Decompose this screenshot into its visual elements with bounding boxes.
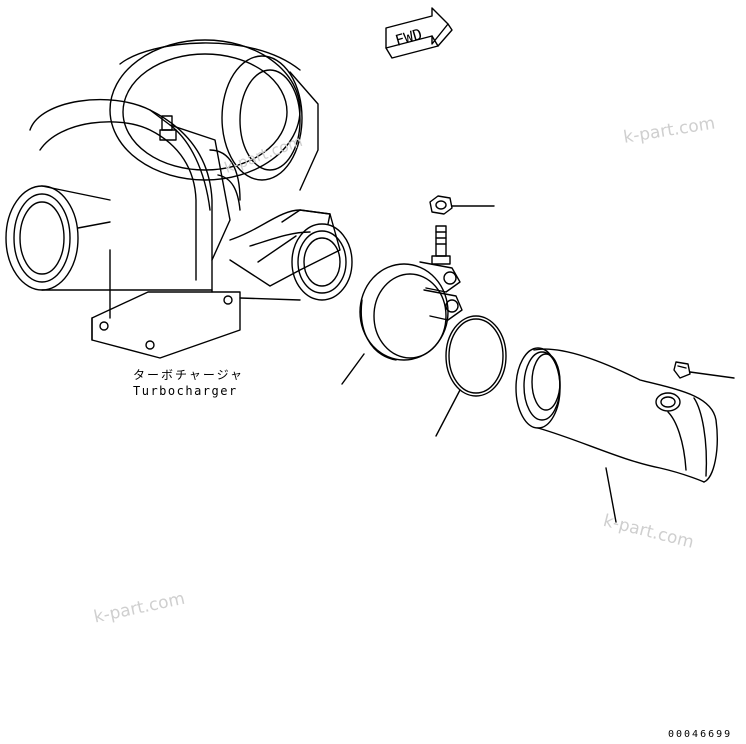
- pipe-leader-line: [605, 467, 617, 523]
- v-band-clamp-part: [341, 261, 463, 385]
- air-connector-pipe-part: [515, 347, 718, 523]
- gasket-leader-line: [435, 389, 461, 437]
- drawing-code: 00046699: [668, 729, 733, 740]
- hex-nut-part: [429, 195, 495, 215]
- gasket-ring-part: [435, 315, 507, 437]
- turbocharger-illustration: [5, 39, 353, 359]
- clamp-leader-line: [341, 353, 365, 385]
- turbocharger-label-en: Turbocharger: [133, 384, 238, 398]
- plug-part: [673, 361, 735, 379]
- clamp-bolt-part: [431, 225, 451, 265]
- turbocharger-label-jp: ターボチャージャ: [133, 368, 245, 382]
- plug-leader-line: [689, 371, 735, 379]
- fwd-arrow-icon: FWD: [385, 7, 453, 59]
